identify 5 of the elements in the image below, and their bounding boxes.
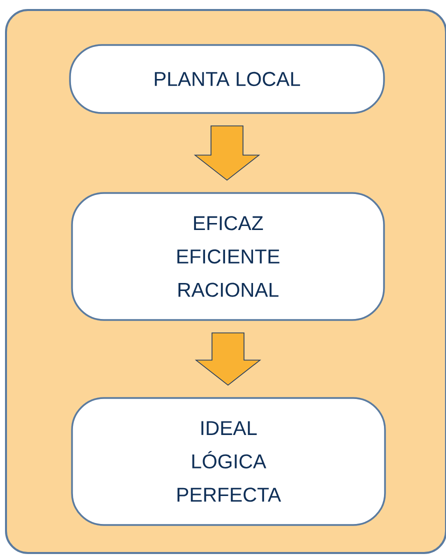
rounded-box: IDEAL LÓGICA PERFECTA <box>71 397 386 526</box>
block-arrow <box>194 125 260 181</box>
rounded-box: EFICAZ EFICIENTE RACIONAL <box>71 192 385 321</box>
rounded-box: PLANTA LOCAL <box>69 44 385 114</box>
block-arrow <box>194 332 262 386</box>
